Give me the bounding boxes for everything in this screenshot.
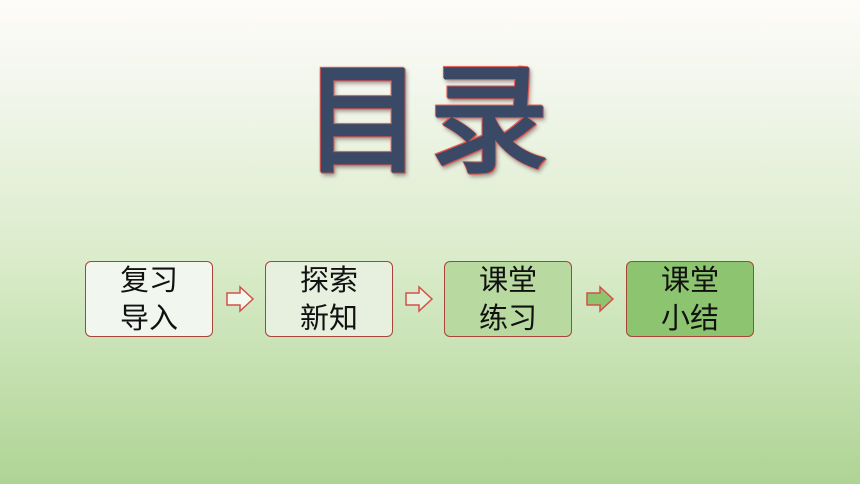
arrow-right-icon xyxy=(586,285,615,313)
step-explore-new[interactable]: 探索 新知 xyxy=(265,261,393,337)
step-class-summary[interactable]: 课堂 小结 xyxy=(626,261,754,337)
step-label-line2: 导入 xyxy=(119,301,178,335)
arrow-right-icon xyxy=(226,285,255,313)
step-label-line1: 课堂 xyxy=(660,263,719,297)
arrow-right-icon xyxy=(405,285,434,313)
step-label-line2: 新知 xyxy=(299,301,358,335)
page-title: 目录 xyxy=(303,52,556,190)
step-class-practice[interactable]: 课堂 练习 xyxy=(444,261,572,337)
step-label-line1: 复习 xyxy=(119,263,178,297)
step-label-line2: 小结 xyxy=(660,301,719,335)
step-label-line1: 探索 xyxy=(299,263,358,297)
step-review-intro[interactable]: 复习 导入 xyxy=(85,261,213,337)
step-label-line2: 练习 xyxy=(478,301,537,335)
step-label-line1: 课堂 xyxy=(478,263,537,297)
